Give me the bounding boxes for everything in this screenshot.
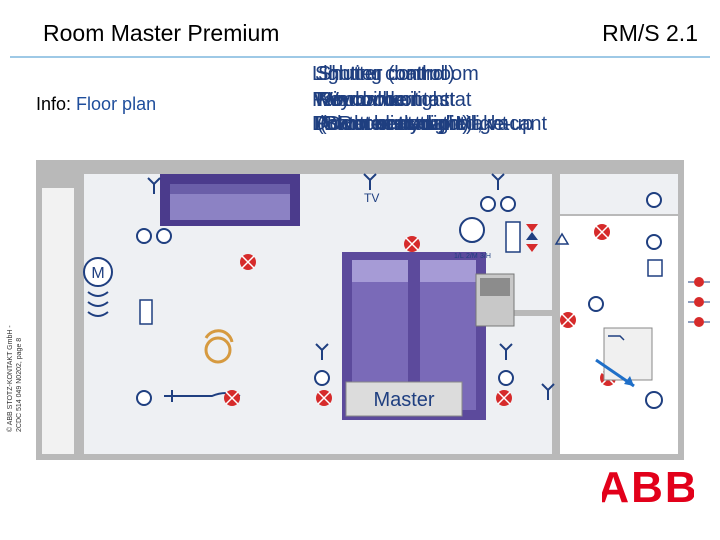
info-line: Info: Floor plan [36,94,156,115]
thermostat-panel[interactable] [475,273,515,327]
info-label: Info: [36,94,72,114]
fan-coil-panel[interactable]: 1/L 2/M 3/H [454,217,491,260]
overlay-power-outlet: Power outlet [314,113,426,135]
master-label: Master [373,389,434,411]
wardrobe-wall [492,310,554,316]
indicator-light-2 [694,297,704,307]
abb-logo-text: ABB [602,464,694,508]
overlay-night-light: Bathroom, night light [324,113,508,135]
page-title: Room Master Premium [43,20,280,46]
sofa [160,174,300,226]
switch-icon[interactable] [147,173,555,402]
overlay-shutter-control: Shutter control [315,63,446,85]
overlay-lighting: Lighting (bathroom [312,63,479,85]
fan-speed-3: 3/H [480,253,491,260]
balcony-divider [74,188,84,454]
balcony [42,188,76,454]
feature-overlay-text: Lighting (bathroom Shutter control) Shut… [312,60,582,160]
overlay-key-card: Key card [316,89,395,111]
fan-speed-2: 2/M [466,253,478,260]
fan-speed-1: 1/L [454,253,464,260]
header-divider [10,56,710,58]
overlay-window: Window contact [314,89,456,111]
bathroom-fixtures [595,259,663,409]
overlay-fan-coil: Fan coil unit [312,89,420,111]
door-bell-icon [554,232,570,245]
copyright-line-1: © ABB STOTZ-KONTAKT GmbH - [7,325,14,432]
key-card-icon [505,221,521,253]
abb-logo: ABB [602,464,694,508]
copyright-line-2: 2CDC 514 049 N0202, page 8 [16,337,23,432]
power-outlet-icon[interactable] [136,192,662,406]
status-indicators [688,277,710,327]
motor-label: M [91,265,104,282]
overlay-shutter-actuator: (Shutter actuator) [317,113,473,135]
room-master-box: Master [345,381,463,417]
bathroom-upper [560,174,678,214]
overlay-wardrobe: Wardrobe light [320,89,450,111]
overlay-thermostat: Room thermostat [318,89,472,111]
shutter-motor-icon: M [83,257,113,317]
tv-label: TV [364,191,379,205]
floor-lamp-icon [204,329,234,364]
overlay-door-light: (Door entry light) [320,113,469,135]
shutter-arrows-icon[interactable] [526,224,538,252]
bathroom-wall-lower [552,360,560,454]
overlay-shutter: Shutter control) [318,63,455,85]
window-contact-icon [139,299,153,325]
indicator-light-1 [694,277,704,287]
overlay-occupied: Room occupied, vacant [338,113,548,135]
info-value: Floor plan [76,94,157,114]
overlay-heater: Room heater [315,113,431,135]
floor-plan: Master 1/L 2/M 3/H M TV [36,160,684,460]
version-label: RM/S 2.1 [602,20,698,46]
copyright-note: © ABB STOTZ-KONTAKT GmbH - 2CDC 514 049 … [6,325,24,432]
indicator-light-3 [694,317,704,327]
overlay-dnd: Do-not-disturb / Make-up [312,113,534,135]
